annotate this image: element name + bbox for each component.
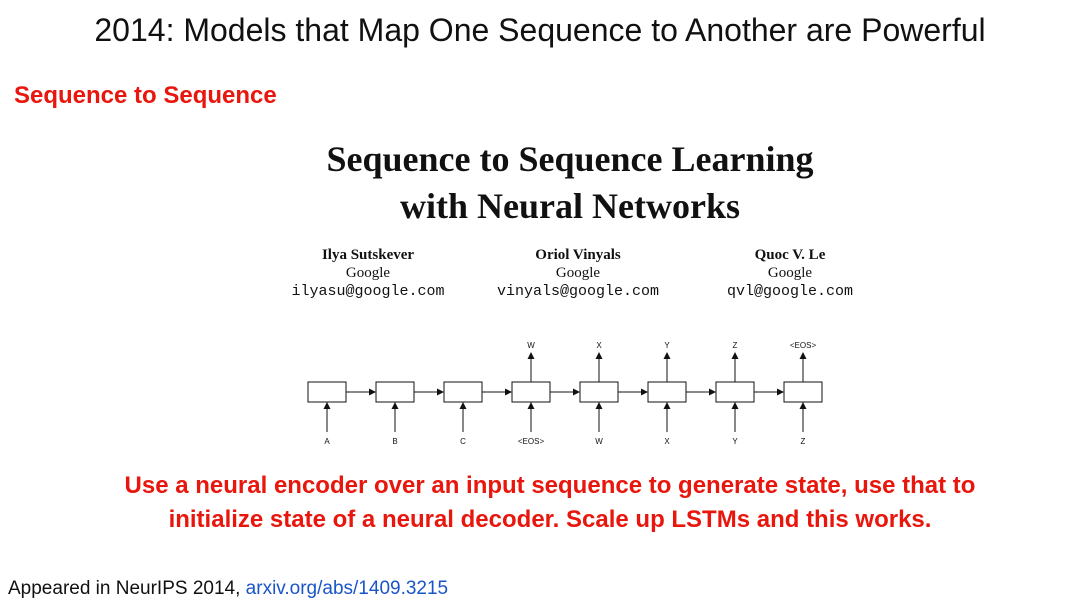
author-email: vinyals@google.com (496, 283, 660, 300)
input-token-label: X (664, 437, 670, 446)
output-token-label: Y (664, 341, 670, 350)
input-token-label: C (460, 437, 466, 446)
input-token-label: Y (732, 437, 738, 446)
paper-title-line1: Sequence to Sequence Learning (326, 139, 814, 179)
output-token-label: <EOS> (790, 341, 817, 350)
lstm-cell (647, 381, 687, 403)
lstm-cell (579, 381, 619, 403)
author-1: Ilya Sutskever Google ilyasu@google.com (248, 246, 488, 302)
input-token-label: A (324, 437, 330, 446)
author-list: Ilya Sutskever Google ilyasu@google.com … (0, 246, 1080, 306)
lstm-cell (307, 381, 347, 403)
input-token-label: W (595, 437, 603, 446)
author-affiliation: Google (767, 265, 813, 281)
author-email: ilyasu@google.com (291, 283, 445, 300)
summary-text: Use a neural encoder over an input seque… (30, 469, 1070, 537)
input-token-label: Z (801, 437, 806, 446)
input-token-label: <EOS> (518, 437, 545, 446)
lstm-cell (511, 381, 551, 403)
lstm-cell (783, 381, 823, 403)
summary-line1: Use a neural encoder over an input seque… (124, 472, 976, 499)
summary-line2: initialize state of a neural decoder. Sc… (168, 506, 932, 533)
author-3: Quoc V. Le Google qvl@google.com (670, 246, 910, 302)
paper-header: Sequence to Sequence Learning with Neura… (230, 136, 910, 230)
arxiv-link[interactable]: arxiv.org/abs/1409.3215 (245, 578, 449, 599)
author-affiliation: Google (345, 265, 391, 281)
author-2: Oriol Vinyals Google vinyals@google.com (458, 246, 698, 302)
footer: Appeared in NeurIPS 2014, arxiv.org/abs/… (8, 578, 448, 600)
lstm-cell (375, 381, 415, 403)
author-affiliation: Google (555, 265, 601, 281)
author-name: Quoc V. Le (754, 247, 826, 263)
output-token-label: W (527, 341, 535, 350)
author-name: Ilya Sutskever (321, 247, 415, 263)
output-token-label: Z (733, 341, 738, 350)
slide-title: 2014: Models that Map One Sequence to An… (94, 12, 986, 48)
paper-title: Sequence to Sequence Learning with Neura… (230, 136, 910, 230)
section-heading: Sequence to Sequence (14, 82, 277, 109)
seq2seq-diagram: A B C <EOS> W W X X Y Y Z Z <EOS> (307, 341, 823, 446)
paper-title-line2: with Neural Networks (400, 186, 740, 226)
output-token-label: X (596, 341, 602, 350)
footer-text: Appeared in NeurIPS 2014, (8, 578, 246, 599)
lstm-cell (715, 381, 755, 403)
input-token-label: B (392, 437, 397, 446)
author-email: qvl@google.com (726, 283, 854, 300)
lstm-cell (443, 381, 483, 403)
author-name: Oriol Vinyals (535, 247, 621, 263)
